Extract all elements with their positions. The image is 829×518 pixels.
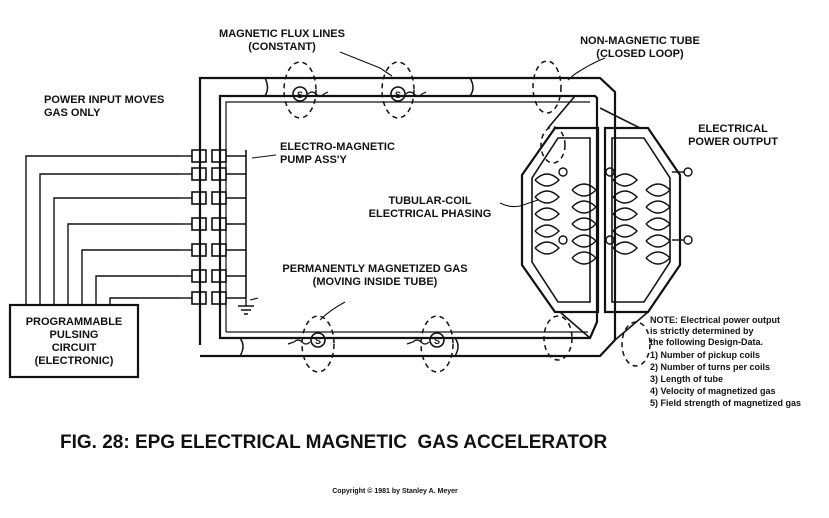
note-line-2: is strictly determined by <box>650 326 754 336</box>
copyright-text: Copyright © 1981 by Stanley A. Meyer <box>332 487 458 495</box>
output-terminal <box>558 167 568 177</box>
output-terminal <box>683 167 693 177</box>
flux-rings-bottom <box>301 315 651 373</box>
note-item-3: 3) Length of tube <box>650 374 723 384</box>
electromagnetic-pump <box>180 149 254 315</box>
output-terminal <box>605 167 615 177</box>
control-wire <box>39 173 180 305</box>
gas-label-2: (MOVING INSIDE TUBE) <box>313 276 438 288</box>
coil-label-1: TUBULAR-COIL <box>388 195 471 207</box>
pickup-coils <box>534 167 693 265</box>
coil-label-2: ELECTRICAL PHASING <box>369 208 492 220</box>
circuit-label-3: CIRCUIT <box>52 342 97 354</box>
coil-turn <box>645 183 671 197</box>
design-note: NOTE: Electrical power output is strictl… <box>650 315 801 408</box>
coil-turn <box>612 190 638 204</box>
output-terminal <box>683 235 693 245</box>
coil-turn <box>534 224 560 238</box>
circuit-label-4: (ELECTRONIC) <box>35 355 114 367</box>
control-wire <box>109 297 180 305</box>
coil-turn <box>645 234 671 248</box>
coil-turn <box>571 234 597 248</box>
svg-text:S: S <box>315 336 321 346</box>
output-label-1: ELECTRICAL <box>698 123 768 135</box>
coil-turn <box>534 241 560 255</box>
coil-frames <box>520 95 682 341</box>
gas-particle-3: S <box>287 332 326 348</box>
note-line-3: the following Design-Data. <box>650 337 763 347</box>
control-wire <box>25 155 180 305</box>
coil-turn <box>534 173 560 187</box>
control-wire <box>67 223 180 305</box>
coil-turn <box>612 224 638 238</box>
coil-turn <box>612 241 638 255</box>
coil-turn <box>645 251 671 265</box>
coil-turn <box>571 251 597 265</box>
coil-turn <box>612 207 638 221</box>
flux-label-2: (CONSTANT) <box>248 41 316 53</box>
pointer-lines <box>249 51 606 321</box>
note-item-4: 4) Velocity of magnetized gas <box>650 386 776 396</box>
svg-text:S: S <box>297 90 303 100</box>
flux-rings-top <box>283 60 566 164</box>
gas-particle-1: S <box>292 86 329 102</box>
output-terminal <box>605 235 615 245</box>
note-item-5: 5) Field strength of magnetized gas <box>650 398 801 408</box>
flux-label-1: MAGNETIC FLUX LINES <box>219 28 345 40</box>
coil-turn <box>645 200 671 214</box>
coil-turn <box>571 217 597 231</box>
circuit-label-1: PROGRAMMABLE <box>26 316 123 328</box>
coil-turn <box>645 217 671 231</box>
svg-text:S: S <box>395 90 401 100</box>
output-label-2: POWER OUTPUT <box>688 136 778 148</box>
control-wire <box>81 249 180 305</box>
note-item-2: 2) Number of turns per coils <box>650 362 770 372</box>
gas-particle-4: S <box>406 332 445 348</box>
svg-text:S: S <box>434 336 440 346</box>
power-in-label-2: GAS ONLY <box>44 107 101 119</box>
gas-particle-2: S <box>390 86 427 102</box>
ground-symbol <box>238 298 254 315</box>
output-terminal <box>558 235 568 245</box>
control-wire <box>53 197 180 305</box>
pump-wires <box>25 155 180 305</box>
pulsing-circuit-box <box>8 303 140 379</box>
coil-turn <box>534 190 560 204</box>
tube-label-2: (CLOSED LOOP) <box>596 48 684 60</box>
note-line-1: NOTE: Electrical power output <box>650 315 780 325</box>
power-in-label-1: POWER INPUT MOVES <box>44 94 164 106</box>
control-wire <box>95 275 180 305</box>
pump-label-2: PUMP ASS'Y <box>280 154 347 166</box>
gas-label-1: PERMANENTLY MAGNETIZED GAS <box>282 263 467 275</box>
coil-turn <box>571 183 597 197</box>
tube-label-1: NON-MAGNETIC TUBE <box>580 35 700 47</box>
coil-turn <box>534 207 560 221</box>
pump-label-1: ELECTRO-MAGNETIC <box>280 141 395 153</box>
note-item-1: 1) Number of pickup coils <box>650 350 760 360</box>
figure-title: FIG. 28: EPG ELECTRICAL MAGNETIC GAS ACC… <box>60 432 607 453</box>
coil-turn <box>612 173 638 187</box>
circuit-label-2: PULSING <box>50 329 99 341</box>
coil-turn <box>571 200 597 214</box>
